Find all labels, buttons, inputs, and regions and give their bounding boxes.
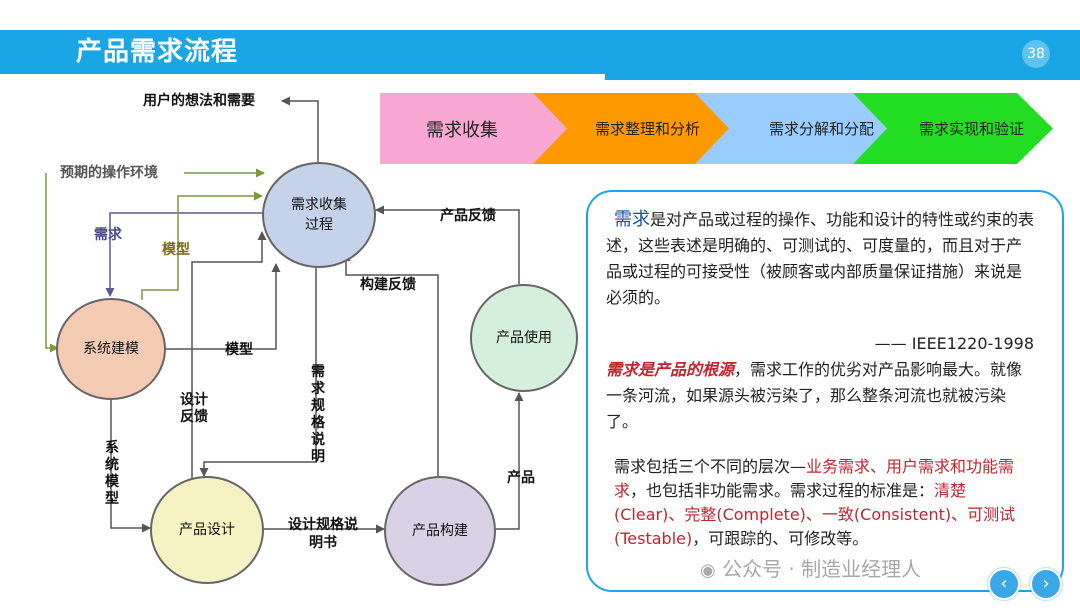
definition-text: 是对产品或过程的操作、功能和设计的特性或约束的表述，这些表述是明确的、可测试的、… <box>606 210 1035 307</box>
page-title: 产品需求流程 <box>76 37 239 67</box>
label-build-feedback: 构建反馈 <box>360 277 416 293</box>
criteria-highlight: 清楚(Clear)、完整(Complete)、一致(Consistent)、可测… <box>614 481 1016 548</box>
definition-term: 需求 <box>614 209 650 230</box>
stage-allocate: 需求分解和分配 <box>695 93 895 164</box>
root-text: ，需求工作的优劣对产品影响最大。就像一条河流，如果源头被污染了，那么整条河流也就… <box>606 360 1023 431</box>
node-use: 产品使用 <box>470 284 578 392</box>
node-design: 产品设计 <box>150 476 264 584</box>
stage-label: 需求实现和验证 <box>919 120 1025 138</box>
node-build: 产品构建 <box>384 476 496 586</box>
label-product-feedback: 产品反馈 <box>440 208 496 224</box>
label-user-ideas: 用户的想法和需要 <box>143 93 255 109</box>
page-number-badge: 38 <box>1022 40 1050 68</box>
edge-model-top-to-collect <box>141 191 263 300</box>
edge-model-mid-to-collect <box>165 263 281 350</box>
label-req: 需求 <box>94 227 122 243</box>
levels-paragraph: 需求包括三个不同的层次—业务需求、用户需求和功能需求，也包括非功能需求。需求过程… <box>614 457 1016 548</box>
label-design-feedback: 设计反馈 <box>180 392 208 425</box>
edge-spec-to-design <box>199 268 317 477</box>
label-model-top: 模型 <box>162 242 190 258</box>
watermark: ◉ 公众号 · 制造业经理人 <box>700 557 922 581</box>
next-button[interactable]: › <box>1030 568 1062 600</box>
label-model-mid: 模型 <box>225 342 253 358</box>
edge-collect-to-user <box>281 96 319 164</box>
label-sys-model: 系统模型 <box>105 440 119 507</box>
title-bar-strip <box>605 74 1080 80</box>
root-paragraph: 需求是产品的根源，需求工作的优劣对产品影响最大。就像一条河流，如果源头被污染了，… <box>606 357 1036 435</box>
levels-highlight: 业务需求、用户需求和功能需求 <box>614 457 1015 500</box>
edge-build-to-use <box>494 392 524 530</box>
definition-source: —— IEEE1220-1998 <box>874 334 1034 353</box>
info-panel <box>586 190 1064 592</box>
definition-paragraph: 需求是对产品或过程的操作、功能和设计的特性或约束的表述，这些表述是明确的、可测试… <box>606 207 1036 311</box>
edge-env-to-model <box>45 173 59 353</box>
label-req-spec: 需求规格说明 <box>311 364 325 465</box>
stage-label: 需求收集 <box>426 119 498 141</box>
stage-label: 需求整理和分析 <box>595 120 701 138</box>
label-product: 产品 <box>507 470 535 486</box>
prev-button[interactable]: ‹ <box>988 568 1020 600</box>
stage-label: 需求分解和分配 <box>769 120 875 138</box>
root-term: 需求是产品的根源 <box>606 360 735 379</box>
label-env: 预期的操作环境 <box>60 165 158 181</box>
label-design-spec: 设计规格说明书 <box>288 517 358 551</box>
node-collect: 需求收集过程 <box>262 162 376 268</box>
stage-collect: 需求收集 <box>380 93 570 164</box>
wechat-icon: ◉ <box>700 560 716 581</box>
title-bar <box>0 30 1080 74</box>
node-model: 系统建模 <box>56 298 166 400</box>
